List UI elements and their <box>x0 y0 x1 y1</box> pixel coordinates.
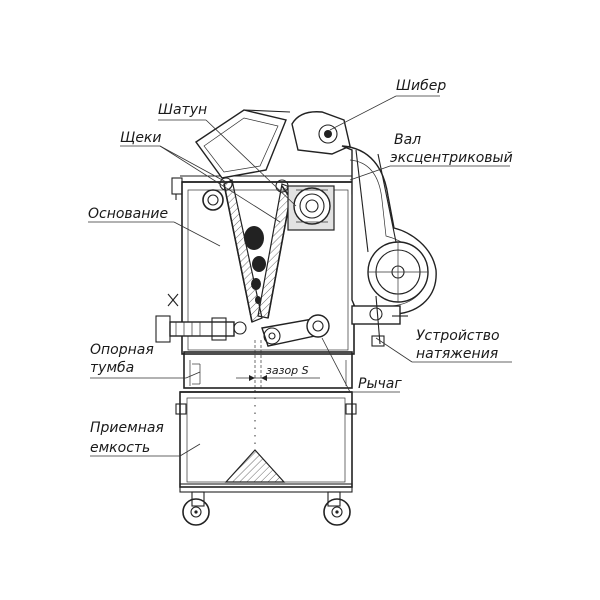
label-ustroystvo-line2: натяжения <box>416 346 498 362</box>
label-priemnaya-line2: емкость <box>90 440 150 456</box>
label-val-line1: Вал <box>394 132 421 148</box>
label-opornaya-line2: тумба <box>90 360 134 376</box>
crushed-material-pile <box>224 449 286 483</box>
feed-hopper <box>195 109 291 179</box>
label-priemnaya-line1: Приемная <box>90 420 164 436</box>
pivot-left <box>202 177 233 211</box>
leader-lines <box>88 95 512 457</box>
label-val-line2: эксцентриковый <box>390 150 513 166</box>
tension-device <box>351 295 408 347</box>
receiving-container <box>175 390 357 507</box>
jaw-right <box>257 183 293 319</box>
label-ustroystvo-line1: Устройство <box>416 328 500 344</box>
label-shatun: Шатун <box>158 102 207 118</box>
label-rychag: Рычаг <box>358 376 402 392</box>
tension-rod-left <box>155 293 247 343</box>
eccentric-shaft-drive <box>291 111 437 315</box>
label-shiber: Шибер <box>396 78 446 94</box>
label-osnovanie: Основание <box>88 206 168 222</box>
material-in-crusher <box>244 226 266 304</box>
wheel-left <box>182 498 210 526</box>
label-opornaya-line1: Опорная <box>90 342 154 358</box>
wheel-right <box>323 498 351 526</box>
connecting-rod <box>281 185 335 231</box>
label-shcheki: Щеки <box>120 130 161 146</box>
support-pedestal <box>183 340 353 389</box>
lever <box>261 314 330 347</box>
label-zazor: зазор S <box>266 364 309 377</box>
